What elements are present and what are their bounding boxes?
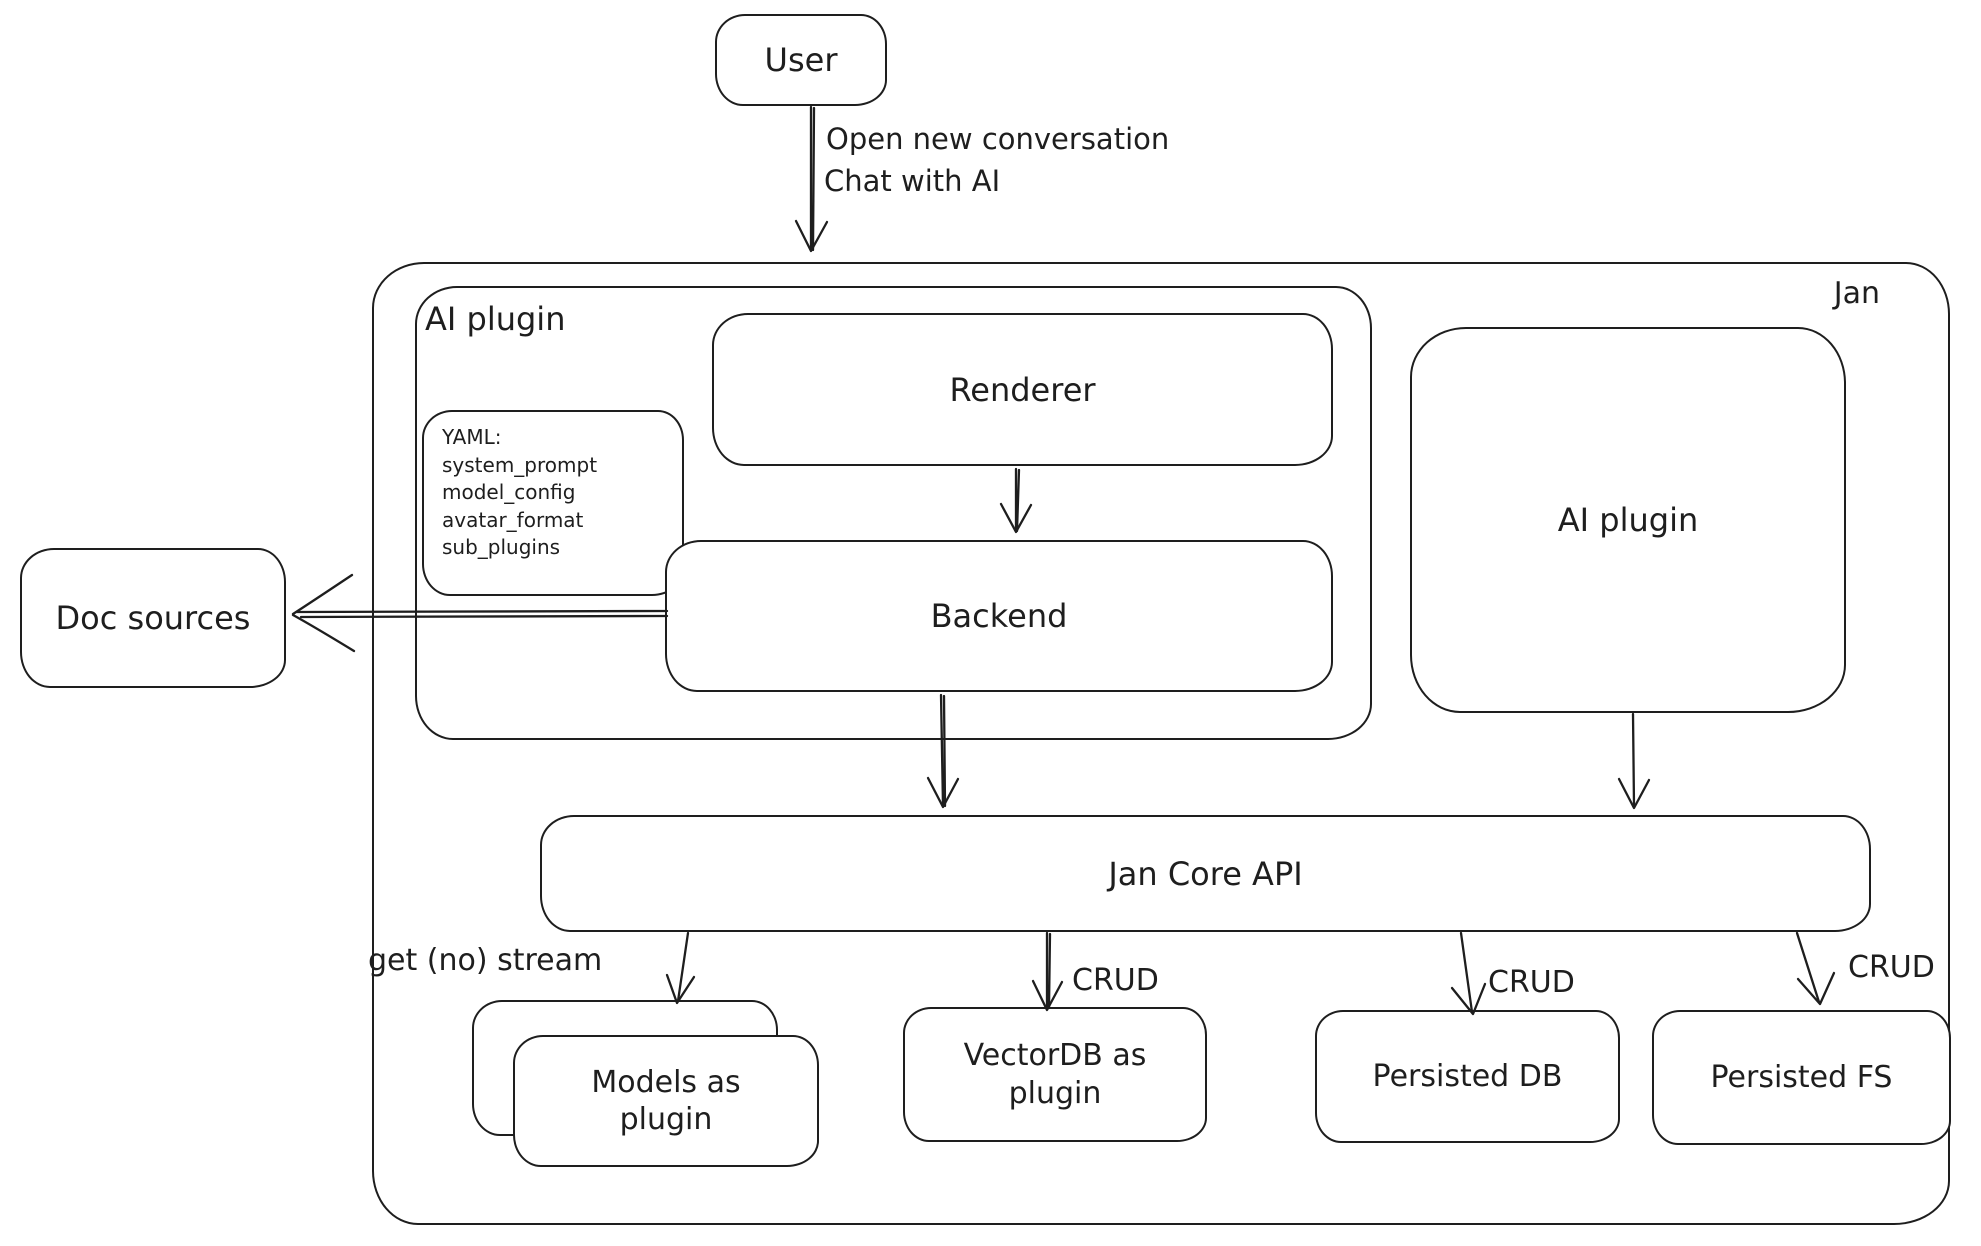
node-ai-plugin-right: AI plugin (1410, 327, 1846, 713)
node-models-as-plugin: Models as plugin (513, 1035, 819, 1167)
edge-label-crud-persisted-fs: CRUD (1848, 950, 1935, 985)
node-renderer: Renderer (712, 313, 1333, 466)
arrow-user-to-renderer (794, 105, 829, 253)
node-persisted-fs-label: Persisted FS (1710, 1060, 1893, 1095)
edge-label-get-no-stream: get (no) stream (368, 943, 603, 978)
node-persisted-fs: Persisted FS (1652, 1010, 1951, 1145)
node-vectordb-label-line2: plugin (1008, 1075, 1102, 1111)
node-ai-plugin-right-label: AI plugin (1557, 501, 1699, 539)
node-persisted-db: Persisted DB (1315, 1010, 1620, 1143)
edge-label-open-new-conversation: Open new conversation (826, 122, 1170, 156)
edge-label-crud-vectordb: CRUD (1072, 963, 1159, 998)
yaml-line-2: system_prompt (442, 452, 598, 477)
arrow-backend-to-doc-head (291, 573, 356, 653)
node-jan-core-api: Jan Core API (540, 815, 1871, 932)
node-persisted-db-label: Persisted DB (1372, 1059, 1563, 1094)
edge-label-chat-with-ai: Chat with AI (824, 164, 1001, 198)
yaml-line-3: model_config (442, 480, 576, 505)
yaml-line-4: avatar_format (442, 507, 584, 532)
node-doc-sources: Doc sources (20, 548, 286, 688)
node-user: User (715, 14, 887, 106)
node-vectordb-label-line1: VectorDB as (963, 1038, 1147, 1073)
arrow-user-to-renderer-shaft (809, 105, 816, 252)
node-backend-label: Backend (930, 597, 1068, 635)
yaml-line-1: YAML: (442, 425, 502, 449)
edge-label-crud-persisted-db: CRUD (1488, 965, 1575, 1000)
group-ai-plugin-title: AI plugin (425, 300, 566, 338)
container-jan-title: Jan (1833, 276, 1880, 311)
node-vectordb-as-plugin: VectorDB as plugin (903, 1007, 1207, 1142)
yaml-note-text: YAML: system_prompt model_config avatar_… (424, 412, 597, 562)
node-models-label-line2: plugin (619, 1102, 713, 1137)
node-yaml-note: YAML: system_prompt model_config avatar_… (422, 410, 684, 596)
node-models-label-line1: Models as (591, 1064, 741, 1100)
node-renderer-label: Renderer (949, 370, 1096, 409)
node-user-label: User (764, 41, 838, 79)
node-backend: Backend (665, 540, 1333, 692)
arrow-user-to-renderer-head (794, 219, 829, 253)
node-jan-core-api-label: Jan Core API (1108, 854, 1303, 893)
node-doc-sources-label: Doc sources (55, 599, 251, 637)
yaml-line-5: sub_plugins (442, 535, 561, 560)
